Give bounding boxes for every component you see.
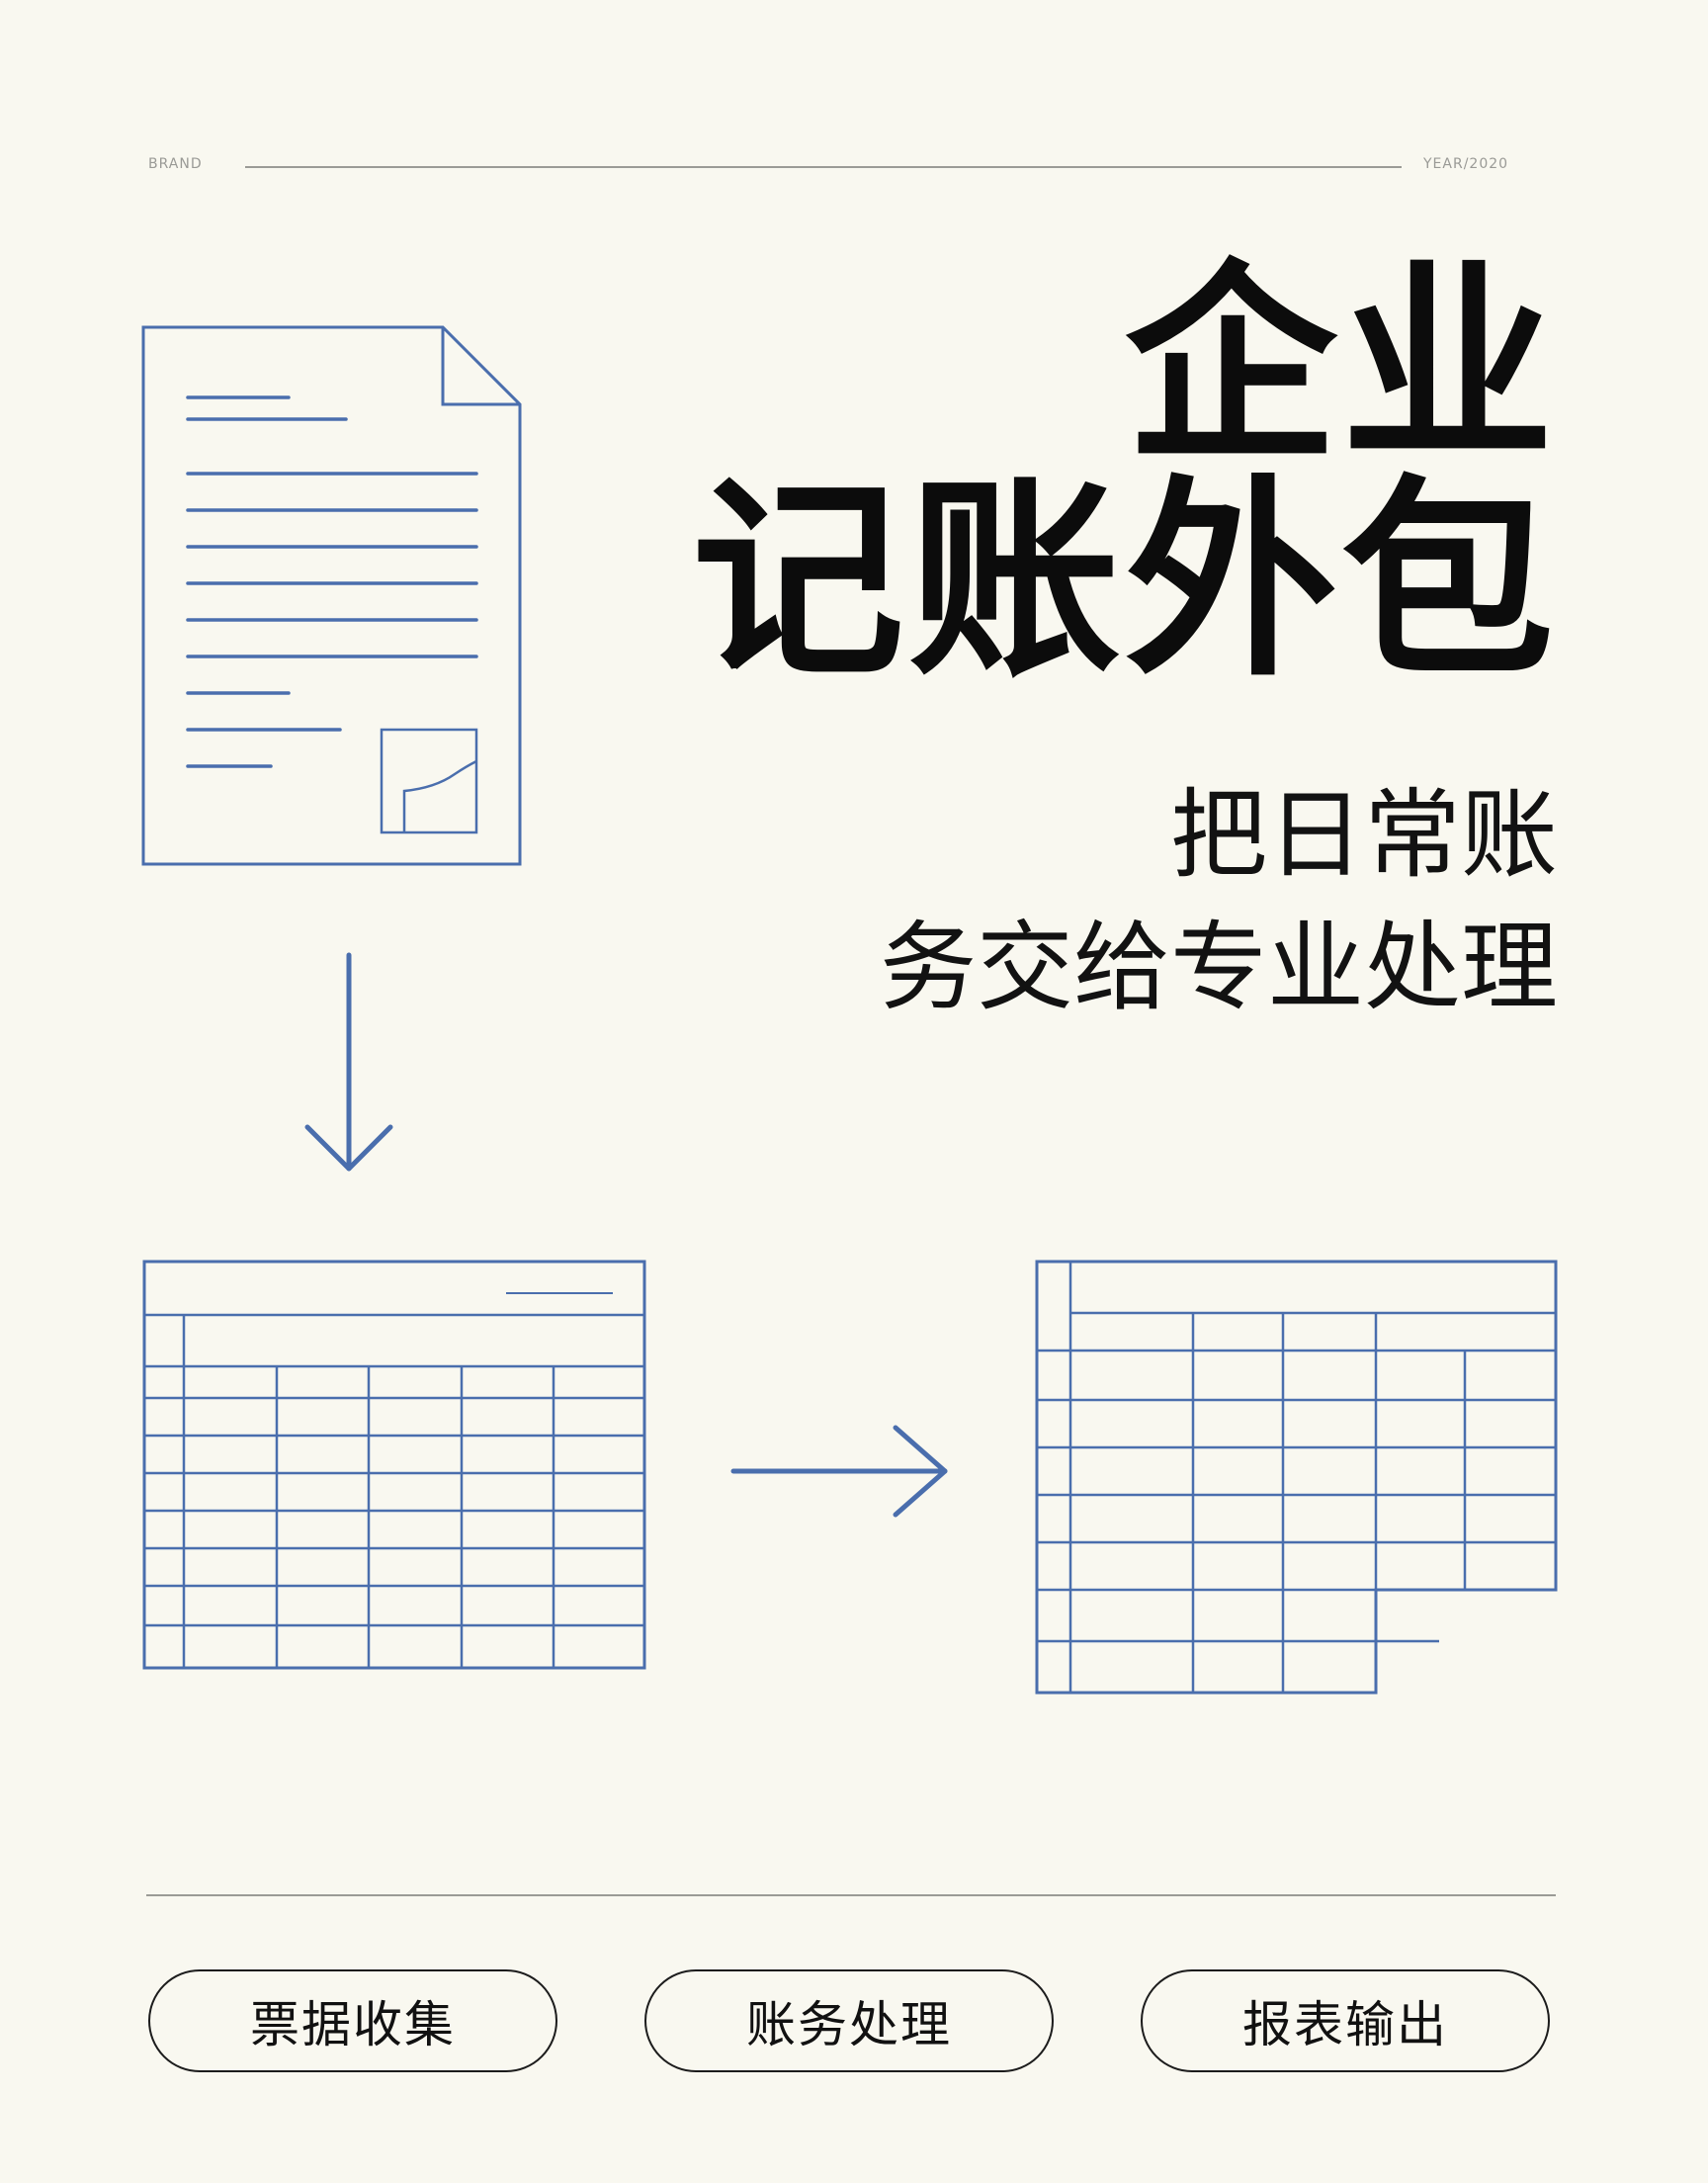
title-line-1: 企业 <box>1125 241 1558 489</box>
subtitle-line-1: 把日常账 <box>1169 779 1558 892</box>
header-left-tag: BRAND <box>148 156 203 172</box>
title-line-2: 记账外包 <box>692 457 1558 705</box>
step-pill-report-output[interactable]: 报表输出 <box>1141 1969 1550 2072</box>
step-pill-bookkeeping[interactable]: 账务处理 <box>644 1969 1054 2072</box>
bottom-divider <box>146 1894 1556 1896</box>
subtitle-line-2: 务交给专业处理 <box>879 912 1558 1024</box>
header-right-tag: YEAR/2020 <box>1423 156 1509 172</box>
header-divider <box>245 166 1402 168</box>
step-pill-collect-receipts[interactable]: 票据收集 <box>148 1969 557 2072</box>
